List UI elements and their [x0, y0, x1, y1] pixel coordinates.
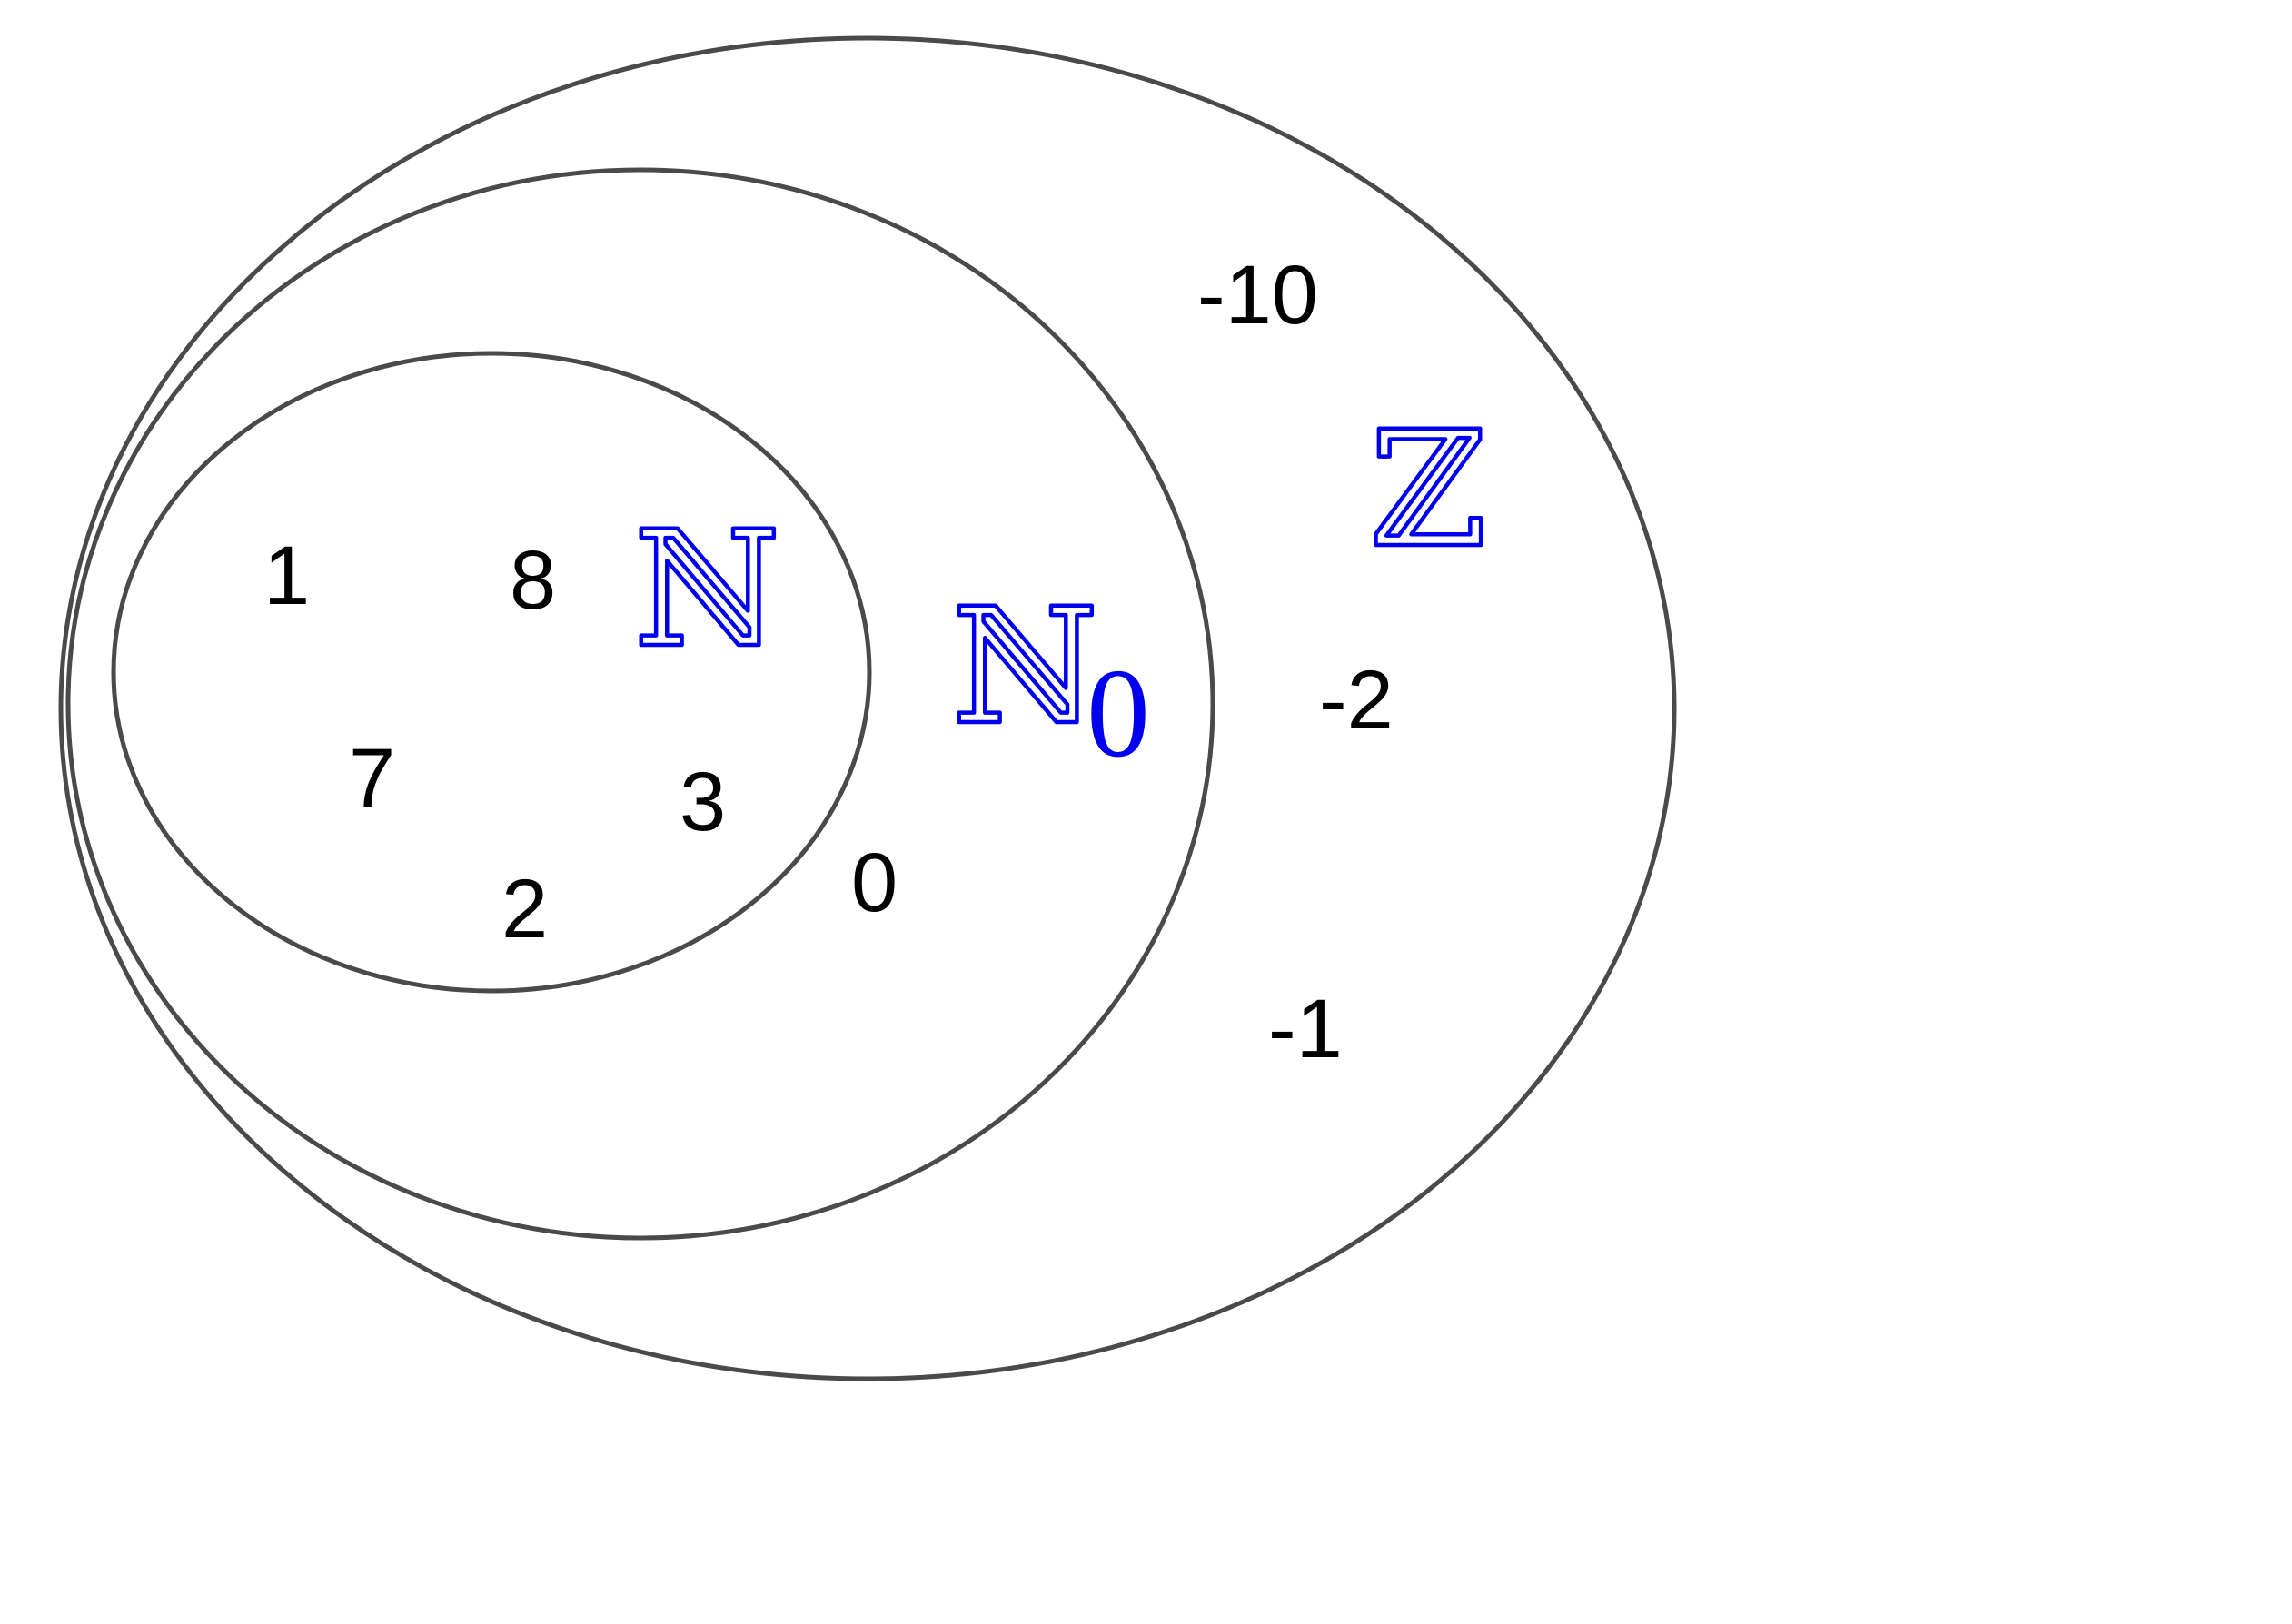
- element-3: 3: [680, 756, 726, 848]
- element-1: 1: [263, 530, 310, 622]
- naturals-with-zero-symbol-letter: ℕ: [952, 574, 1098, 760]
- naturals-with-zero-set-symbol: ℕ 0: [950, 572, 1150, 784]
- naturals-set-symbol: ℕ: [634, 497, 780, 683]
- naturals-with-zero-set-outline: [65, 167, 1215, 1241]
- naturals-set-outline: [111, 351, 872, 994]
- element-0: 0: [851, 837, 898, 929]
- element-7: 7: [349, 732, 395, 825]
- element-2: 2: [501, 863, 548, 956]
- element-8: 8: [510, 534, 556, 627]
- integers-set-symbol: ℤ: [1370, 397, 1486, 583]
- element-minus-1: -1: [1268, 983, 1343, 1075]
- integers-set-outline: [58, 35, 1677, 1381]
- element-minus-2: -2: [1319, 654, 1394, 747]
- element-minus-10: -10: [1197, 249, 1318, 342]
- naturals-with-zero-symbol-subscript: 0: [1086, 643, 1150, 784]
